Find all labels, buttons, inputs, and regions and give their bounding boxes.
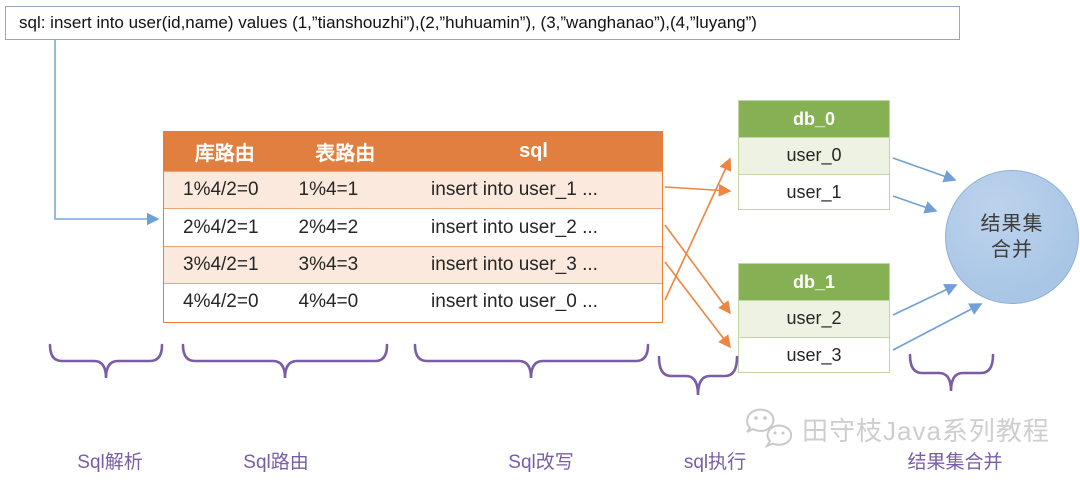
cell-db-route: 3%4/2=1 <box>183 253 259 275</box>
cell-table-route: 3%4=3 <box>298 253 359 275</box>
routing-table: 库路由 表路由 sql 1%4/2=0 1%4=1 insert into us… <box>163 131 663 323</box>
db0-title: db_0 <box>739 101 889 137</box>
table-row: 4%4/2=0 4%4=0 insert into user_0 ... <box>164 283 662 320</box>
brace-sql-parse <box>48 343 164 379</box>
arrow-row4-to-user0 <box>664 157 732 301</box>
db0-table-user_1: user_1 <box>739 173 889 211</box>
arrow-user1-to-merge <box>892 195 938 214</box>
merge-circle-line1: 结果集 <box>980 213 1044 235</box>
stage-label-sql-rewrite: Sql改写 <box>508 452 574 473</box>
cell-sql: insert into user_0 ... <box>431 291 598 313</box>
sqlbox-to-table-connector <box>54 40 160 226</box>
table-row: 3%4/2=1 3%4=3 insert into user_3 ... <box>164 245 662 284</box>
header-table-route: 表路由 <box>315 143 376 165</box>
result-merge-circle: 结果集 合并 <box>945 170 1079 304</box>
watermark-text: 田守枝Java系列教程 <box>802 415 1050 446</box>
arrow-user2-to-merge <box>892 284 958 316</box>
db0-table-user_0: user_0 <box>739 137 889 174</box>
db1-table: db_1 user_2 user_3 <box>738 263 890 373</box>
watermark: 田守枝Java系列教程 <box>742 403 1050 455</box>
cell-table-route: 2%4=2 <box>298 216 359 238</box>
cell-db-route: 4%4/2=0 <box>183 291 259 313</box>
arrow-user0-to-merge <box>892 157 957 183</box>
sql-statement-box: sql: insert into user(id,name) values (1… <box>5 6 960 40</box>
table-row: 2%4/2=1 2%4=2 insert into user_2 ... <box>164 208 662 245</box>
cell-sql: insert into user_1 ... <box>431 179 598 201</box>
stage-label-sql-route: Sql路由 <box>243 452 309 473</box>
cell-table-route: 4%4=0 <box>298 291 359 313</box>
sql-statement-text: sql: insert into user(id,name) values (1… <box>19 13 757 32</box>
table-row: 1%4/2=0 1%4=1 insert into user_1 ... <box>164 171 662 209</box>
cell-db-route: 2%4/2=1 <box>183 216 259 238</box>
cell-table-route: 1%4=1 <box>298 179 359 201</box>
arrow-row1-to-user1 <box>664 183 732 197</box>
db1-title: db_1 <box>739 264 889 300</box>
brace-sql-rewrite <box>413 343 650 379</box>
arrow-row3-to-user3 <box>664 261 731 349</box>
routing-table-header: 库路由 表路由 sql <box>164 132 662 171</box>
arrow-user3-to-merge <box>892 303 983 351</box>
stage-label-result-merge: 结果集合并 <box>907 452 1003 473</box>
db0-table: db_0 user_0 user_1 <box>738 100 890 210</box>
header-sql: sql <box>519 140 548 162</box>
wechat-icon <box>746 408 793 449</box>
brace-sql-route <box>181 343 389 379</box>
cell-sql: insert into user_3 ... <box>431 253 598 275</box>
brace-sql-execute <box>657 355 739 396</box>
db1-table-user_2: user_2 <box>739 300 889 337</box>
merge-circle-line2: 合并 <box>991 239 1033 261</box>
cell-db-route: 1%4/2=0 <box>183 179 259 201</box>
stage-label-sql-execute: sql执行 <box>683 452 747 473</box>
header-db-route: 库路由 <box>194 143 255 165</box>
db1-table-user_3: user_3 <box>739 336 889 374</box>
arrow-row2-to-user2 <box>664 224 731 315</box>
stage-label-sql-parse: Sql解析 <box>77 452 143 473</box>
brace-result-merge <box>908 353 995 392</box>
cell-sql: insert into user_2 ... <box>431 216 598 238</box>
